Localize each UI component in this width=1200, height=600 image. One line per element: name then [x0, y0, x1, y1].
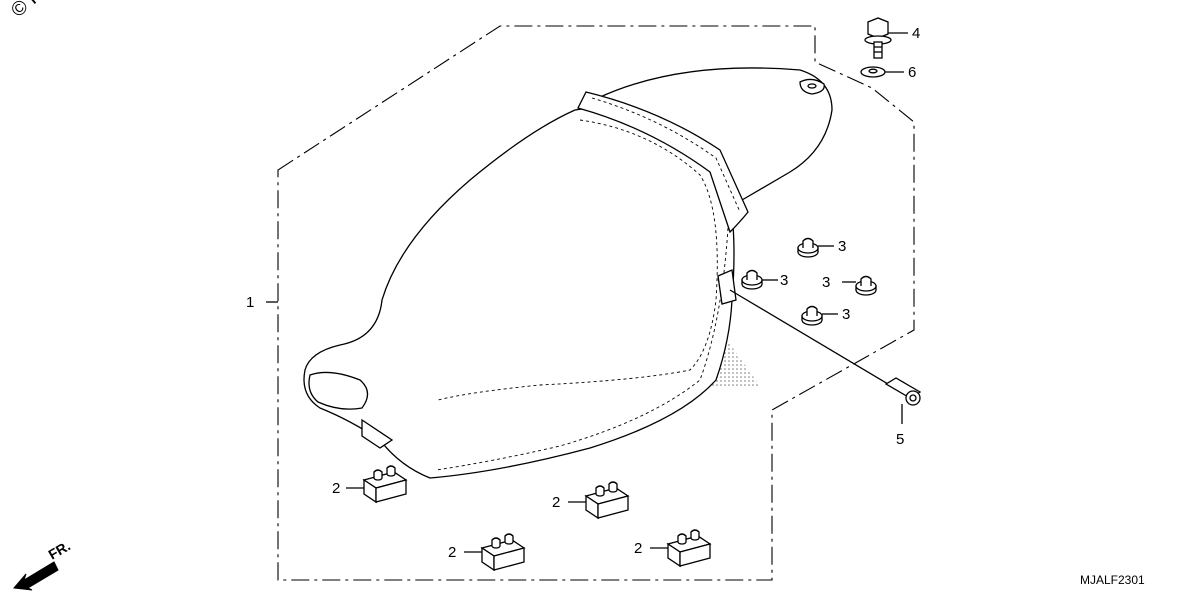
callout-nut-d: 3: [842, 306, 850, 323]
callout-bolt-side: 5: [896, 431, 904, 448]
diagram-code: MJALF2301: [1080, 573, 1145, 587]
callout-block-b: 2: [552, 494, 560, 511]
clip-nut-icon: [855, 275, 877, 296]
seat-icon: [303, 67, 833, 479]
assembly-boundary: [277, 25, 915, 581]
clip-nut-icon: [801, 305, 823, 326]
bolt-icon: [864, 17, 892, 59]
copyright-watermark: © P: [7, 0, 47, 22]
callout-nut-a: 3: [838, 238, 846, 255]
rubber-block-icon: [667, 529, 711, 567]
front-direction-label: FR.: [46, 537, 74, 562]
callout-block-c: 2: [448, 544, 456, 561]
callout-washer: 6: [908, 64, 916, 81]
clip-nut-icon: [741, 269, 763, 290]
bolt-icon: [884, 377, 922, 406]
rubber-block-icon: [481, 533, 525, 571]
callout-bolt-top: 4: [912, 25, 920, 42]
callout-block-a: 2: [332, 480, 340, 497]
clip-nut-icon: [797, 237, 819, 258]
washer-icon: [860, 66, 886, 78]
rubber-block-icon: [585, 481, 629, 519]
front-arrow-icon: [13, 561, 59, 591]
callout-nut-c: 3: [822, 274, 830, 291]
callout-nut-b: 3: [780, 272, 788, 289]
rubber-block-icon: [363, 465, 407, 503]
callout-seat: 1: [246, 294, 254, 311]
callout-block-d: 2: [634, 540, 642, 557]
